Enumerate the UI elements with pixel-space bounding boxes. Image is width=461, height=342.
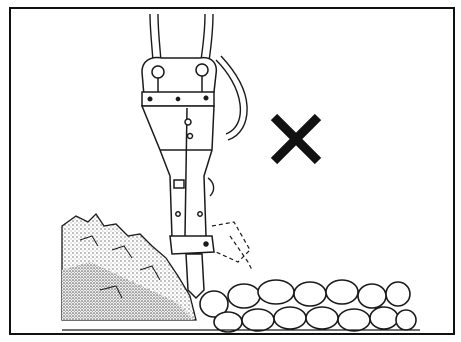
- pin-hole-left: [152, 66, 164, 78]
- stone-wall: [200, 280, 416, 332]
- prying-motion-outline: [212, 222, 252, 270]
- mounting-bracket: [142, 58, 216, 96]
- breaker-housing: [142, 106, 214, 238]
- cross-mark-icon: [274, 117, 318, 161]
- chisel-tool: [186, 254, 204, 298]
- pin-hole-right: [196, 64, 208, 76]
